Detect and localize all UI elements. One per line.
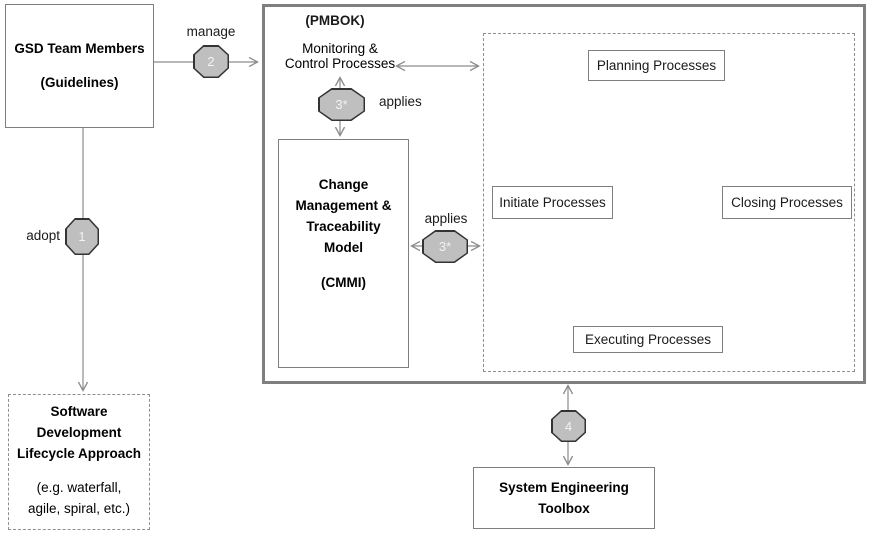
pmbok-label: (PMBOK) <box>305 13 365 28</box>
planning-processes-box: Planning Processes <box>588 50 725 81</box>
sdlc-example-line: agile, spiral, etc.) <box>27 501 131 516</box>
step-3b-octagon: 3* <box>422 230 468 263</box>
cmmi-title-line: Change <box>318 177 369 192</box>
step-1-octagon: 1 <box>65 218 99 255</box>
sdlc-approach-box: Software Development Lifecycle Approach … <box>8 394 150 530</box>
applies-pmbok-label: applies <box>379 94 422 109</box>
monitoring-control-label: Monitoring & Control Processes <box>284 41 396 71</box>
cmmi-title-line: Management & <box>295 198 392 213</box>
step-2-number: 2 <box>194 46 228 77</box>
sdlc-title-line: Development <box>36 425 122 440</box>
step-2-octagon: 2 <box>193 45 229 78</box>
se-toolbox-line: System Engineering <box>499 480 629 495</box>
se-toolbox-box: System Engineering Toolbox <box>473 467 655 529</box>
closing-processes-box: Closing Processes <box>722 186 852 219</box>
step-1-number: 1 <box>66 219 98 254</box>
sdlc-title-line: Software <box>50 404 108 419</box>
step-4-octagon: 4 <box>551 410 586 442</box>
step-3b-number: 3* <box>423 231 467 262</box>
sdlc-title-line: Lifecycle Approach <box>16 446 142 461</box>
adopt-label: adopt <box>26 228 60 243</box>
applies-processes-label: applies <box>424 211 468 226</box>
executing-processes-box: Executing Processes <box>573 326 723 353</box>
manage-label: manage <box>186 24 236 39</box>
cmmi-subtitle: (CMMI) <box>321 275 366 290</box>
pmbok-container-box <box>262 4 866 384</box>
cmmi-model-box: Change Management & Traceability Model (… <box>278 139 409 368</box>
gsd-team-box: GSD Team Members (Guidelines) <box>5 4 154 128</box>
se-toolbox-line: Toolbox <box>538 501 590 516</box>
step-3a-octagon: 3* <box>318 88 365 121</box>
gsd-team-title: GSD Team Members <box>14 41 145 56</box>
cmmi-title-line: Model <box>324 240 363 255</box>
initiate-processes-box: Initiate Processes <box>492 186 613 219</box>
step-3a-number: 3* <box>319 89 364 120</box>
gsd-team-subtitle: (Guidelines) <box>40 75 119 90</box>
step-4-number: 4 <box>552 411 585 441</box>
cmmi-title-line: Traceability <box>306 219 381 234</box>
sdlc-example-line: (e.g. waterfall, <box>36 480 122 495</box>
